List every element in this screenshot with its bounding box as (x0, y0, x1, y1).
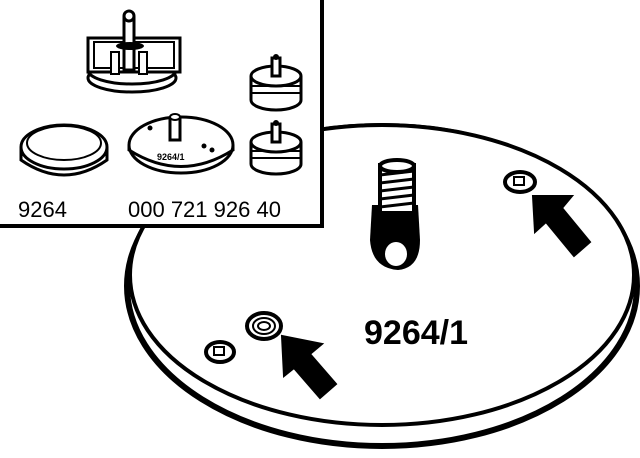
threaded-hole (245, 311, 283, 341)
spindle-slot (370, 205, 420, 270)
inset-box: 9264/1 9264 000 721 926 (0, 0, 324, 228)
pin-right (503, 170, 537, 194)
spindle-top (378, 158, 416, 174)
inset-small-plate-label: 9264/1 (157, 152, 185, 162)
inset-small-plate: 9264/1 (127, 113, 235, 175)
inset-knob-top (249, 54, 303, 112)
inset-ring (19, 123, 109, 177)
pin-left (204, 340, 236, 364)
arrow-right (531, 195, 592, 258)
inset-tool-set-label: 9264 (18, 197, 67, 222)
arrow-left (280, 334, 338, 400)
inset-knob-bottom (249, 120, 303, 176)
puller-assembly (86, 9, 182, 94)
inset-background (0, 0, 322, 226)
main-plate-label: 9264/1 (364, 314, 468, 352)
inset-border (0, 0, 324, 228)
spindle-hole (385, 242, 407, 266)
center-spindle (370, 158, 420, 270)
inset-part-number-label: 000 721 926 40 (128, 197, 281, 222)
